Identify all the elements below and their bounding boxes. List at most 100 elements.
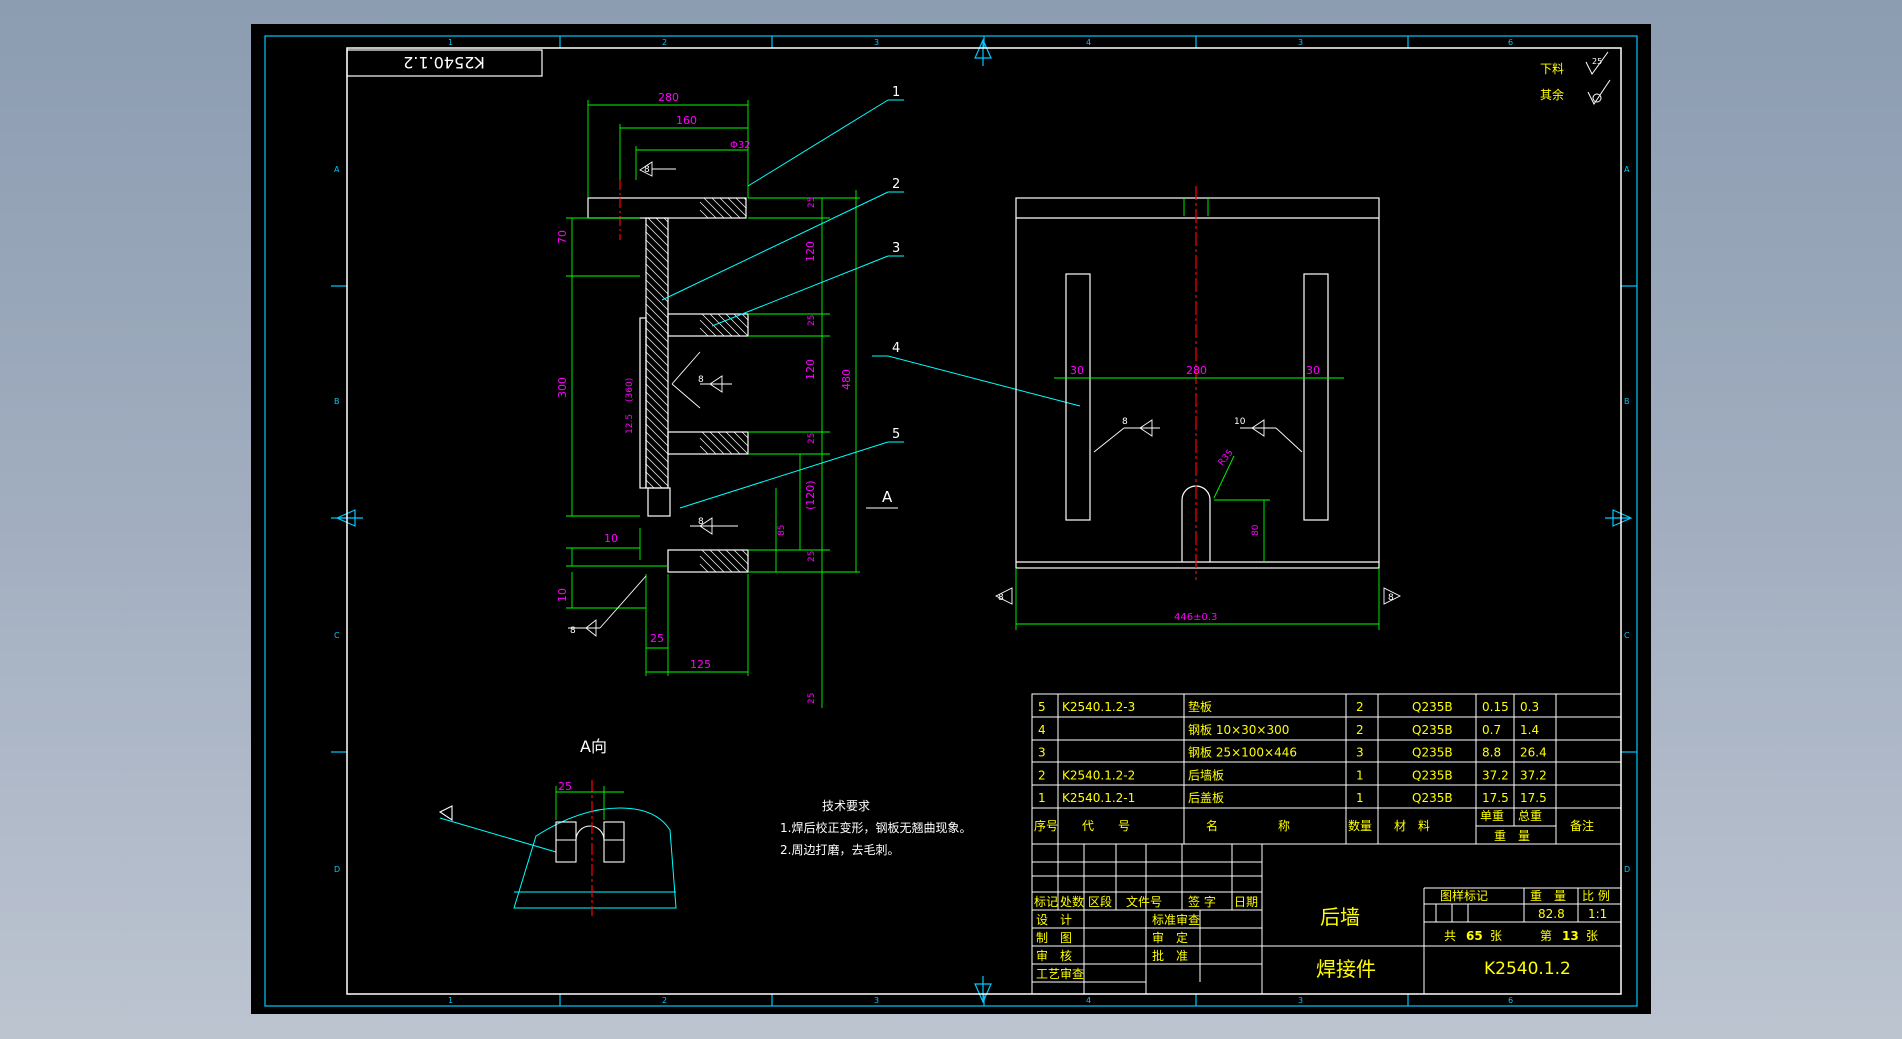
part-name: 后墙: [1320, 905, 1360, 929]
zone-num-top-6: 6: [1508, 38, 1513, 47]
zone-num-top-1: 1: [448, 38, 453, 47]
role-design: 设 计: [1036, 913, 1072, 927]
dim-360: (360): [625, 378, 635, 402]
notes-line-2: 2.周边打磨，去毛刺。: [780, 843, 899, 857]
bom-row-3-qty: 3: [1356, 746, 1364, 760]
notes-title: 技术要求: [822, 799, 870, 813]
front-view: 30 280 30 R35 80 446±0.3 8 10 8 8: [994, 186, 1402, 630]
code-box-text: K2540.1.2: [403, 53, 485, 72]
drawing-sheet: [251, 24, 1651, 1014]
bom-row-5-name: 后盖板: [1188, 791, 1224, 805]
role-review: 审 核: [1036, 948, 1072, 963]
dim-10-b: 10: [556, 588, 569, 602]
bom-row-3-unit: 8.8: [1482, 746, 1501, 760]
part-type: 焊接件: [1316, 957, 1376, 981]
bom-row-5-unit: 17.5: [1482, 791, 1509, 805]
notes-line-1: 1.焊后校正变形，钢板无翘曲现象。: [780, 820, 971, 835]
sheet-unit-2: 张: [1586, 929, 1598, 943]
bom-header-qty: 数量: [1348, 818, 1372, 833]
drawing-number: K2540.1.2: [1484, 959, 1571, 979]
weld-label-4: 8: [570, 626, 576, 636]
mark-label: 图样标记: [1440, 888, 1488, 903]
sheet-no: 13: [1562, 929, 1579, 943]
section-hatching: [645, 197, 749, 573]
bom-row-4-code: K2540.1.2-2: [1062, 768, 1135, 782]
weld-label-7: 8: [998, 593, 1004, 603]
bom-row-4-material: Q235B: [1412, 768, 1453, 782]
zone-num-bottom-1: 1: [448, 996, 453, 1005]
rev-header-sign: 签 字: [1188, 894, 1216, 909]
code-box: K2540.1.2: [346, 49, 543, 77]
total-sheets: 65: [1466, 929, 1483, 943]
total-sheets-label: 共: [1444, 929, 1456, 943]
dim-480: 480: [840, 369, 853, 390]
weld-label-2: 8: [698, 375, 704, 385]
bom-row-2-name: 钢板 10×30×300: [1188, 723, 1289, 737]
bom-row-3-material: Q235B: [1412, 746, 1453, 760]
dim-300: 300: [556, 377, 569, 398]
bom-row-1-unit: 0.15: [1482, 700, 1509, 714]
dim-160: 160: [676, 114, 697, 127]
dim-12-5: 12.5: [625, 414, 635, 434]
bom-row-5-code: K2540.1.2-1: [1062, 791, 1135, 805]
roughness-label-blank: 下料: [1540, 62, 1564, 76]
dim-front-446: 446±0.3: [1174, 612, 1217, 623]
callout-1: 1: [892, 85, 900, 100]
weld-label-1: 8: [644, 165, 650, 175]
bom-row-4-qty: 1: [1356, 768, 1364, 782]
bom-row-4-no: 2: [1038, 768, 1046, 782]
rev-header-date: 日期: [1234, 895, 1258, 909]
role-drafting: 制 图: [1036, 931, 1072, 945]
title-block: 标记 处数 区段 文件号 签 字 日期 设 计 制 图 审 核 工艺审查 标准审…: [1031, 843, 1622, 995]
dim-t25-2: 25: [807, 315, 817, 326]
bom-row-5-total: 17.5: [1520, 791, 1547, 805]
inner-frame: [346, 47, 1622, 995]
zone-num-top-3: 3: [874, 38, 879, 47]
section-view: 280 160 Φ32 70 300 10 10 25 125 25 120 2…: [556, 85, 1081, 708]
bom-row-3-total: 26.4: [1520, 746, 1547, 760]
role-approve-1: 审 定: [1152, 930, 1188, 945]
zone-num-bottom-4: 4: [1086, 996, 1091, 1005]
zone-letter-left-d: D: [334, 865, 340, 874]
bom-row-5-qty: 1: [1356, 791, 1364, 805]
dim-280: 280: [658, 91, 679, 104]
bom-row-4-name: 后墙板: [1188, 768, 1224, 782]
zone-num-top-5: 3: [1298, 38, 1303, 47]
zone-letter-right-b: B: [1624, 397, 1630, 406]
bom-row-2-unit: 0.7: [1482, 723, 1501, 737]
role-approve-2: 批 准: [1152, 948, 1188, 963]
dim-front-80: 80: [1251, 524, 1261, 536]
bom-row-5-material: Q235B: [1412, 791, 1453, 805]
zone-letter-left-b: B: [334, 397, 340, 406]
role-process: 工艺审查: [1036, 966, 1084, 981]
weight-value: 82.8: [1538, 907, 1565, 921]
weld-label-5: 8: [1122, 417, 1128, 427]
dim-front-30-a: 30: [1070, 364, 1084, 377]
weld-label-3: 8: [698, 517, 704, 527]
dim-120-1: 120: [804, 241, 817, 262]
bom-row-2-total: 1.4: [1520, 723, 1539, 737]
dim-t25-3: 25: [807, 433, 817, 444]
scale-label: 比 例: [1582, 889, 1610, 903]
sheet-label: 第: [1540, 929, 1552, 943]
bom-row-2-material: Q235B: [1412, 723, 1453, 737]
dim-view-a-25: 25: [558, 780, 572, 793]
bom-header-total: 总重: [1518, 809, 1542, 823]
bom-row-4-unit: 37.2: [1482, 768, 1509, 782]
callout-4: 4: [892, 341, 900, 356]
sheet-unit: 张: [1490, 929, 1502, 943]
bom-row-4-total: 37.2: [1520, 768, 1547, 782]
bom-header-code: 代 号: [1082, 819, 1130, 833]
dim-125: 125: [690, 658, 711, 671]
dim-t25-4: 25: [807, 551, 817, 562]
view-a: A向 25: [438, 737, 677, 916]
weld-label-8: 8: [1388, 593, 1394, 603]
bom-row-3-name: 钢板 25×100×446: [1188, 746, 1297, 760]
zone-letter-right-a: A: [1624, 165, 1630, 174]
bom-row-1-no: 5: [1038, 700, 1046, 714]
zone-num-bottom-3: 3: [874, 996, 879, 1005]
zone-num-bottom-6: 6: [1508, 996, 1513, 1005]
scale-value: 1:1: [1588, 907, 1607, 921]
